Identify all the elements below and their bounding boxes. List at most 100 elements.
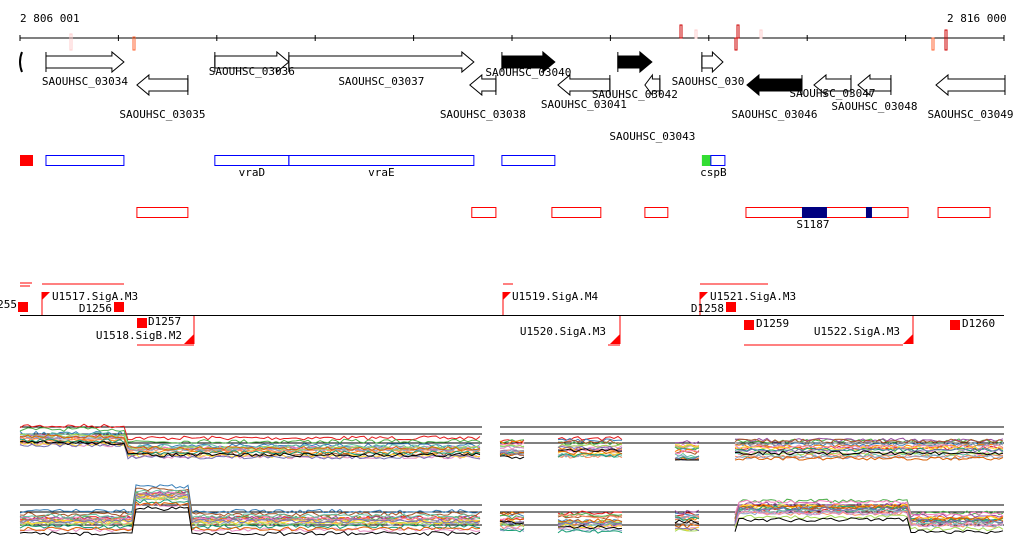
gene-label[interactable]: SAOUHSC_03048 bbox=[831, 100, 917, 113]
gene-arrow[interactable] bbox=[288, 50, 475, 74]
expression-trace bbox=[19, 505, 481, 537]
gene-arrow[interactable] bbox=[644, 73, 661, 97]
promoter-block bbox=[726, 302, 736, 312]
feature-label: vraE bbox=[368, 166, 395, 179]
promoter-label[interactable]: D1259 bbox=[756, 317, 789, 330]
promoter-label[interactable]: U1521.SigA.M3 bbox=[710, 290, 796, 303]
gene-label[interactable]: SAOUHSC_03042 bbox=[592, 88, 678, 101]
feature-label: vraD bbox=[239, 166, 266, 179]
expression-trace bbox=[734, 498, 1004, 516]
feature-box[interactable] bbox=[288, 155, 475, 166]
gene-arrow[interactable] bbox=[557, 73, 611, 97]
segment-box[interactable] bbox=[644, 207, 669, 218]
expression-trace bbox=[557, 514, 623, 519]
expression-trace bbox=[557, 520, 623, 526]
expression-trace bbox=[19, 493, 481, 524]
promoter-block bbox=[950, 320, 960, 330]
expression-trace bbox=[557, 510, 623, 516]
gene-arrow[interactable] bbox=[617, 50, 653, 74]
expression-trace bbox=[19, 491, 481, 521]
expression-trace bbox=[734, 447, 1004, 453]
feature-box[interactable] bbox=[501, 155, 556, 166]
promoter-label[interactable]: U1518.SigB.M2 bbox=[96, 329, 182, 342]
segment-box[interactable] bbox=[551, 207, 602, 218]
gene-label[interactable]: SAOUHSC_03040 bbox=[485, 66, 571, 79]
segment-label: S1187 bbox=[796, 218, 829, 231]
ruler-marker bbox=[736, 24, 740, 39]
expression-trace bbox=[557, 437, 623, 443]
gene-label[interactable]: SAOUHSC_03037 bbox=[338, 75, 424, 88]
gene-label[interactable]: SAOUHSC_03038 bbox=[440, 108, 526, 121]
ruler-marker bbox=[132, 36, 136, 51]
gene-arrow[interactable] bbox=[501, 50, 556, 74]
expression-trace bbox=[674, 450, 700, 455]
gene-label[interactable]: SAOUHSC_03036 bbox=[209, 65, 295, 78]
feature-box[interactable] bbox=[214, 155, 290, 166]
segment-box[interactable] bbox=[937, 207, 991, 218]
promoter-block bbox=[137, 318, 147, 328]
promoter-label[interactable]: D1260 bbox=[962, 317, 995, 330]
expression-trace bbox=[734, 455, 1004, 461]
expression-trace bbox=[557, 518, 623, 524]
gene-arrow[interactable] bbox=[701, 50, 724, 74]
gene-label[interactable]: SAOUHSC_03034 bbox=[42, 75, 128, 88]
gene-label[interactable]: SAOUHSC_03049 bbox=[927, 108, 1013, 121]
segment-box[interactable] bbox=[471, 207, 497, 218]
expression-trace bbox=[734, 517, 1004, 535]
expression-trace bbox=[734, 447, 1004, 453]
expression-trace bbox=[674, 527, 700, 532]
gene-label[interactable]: SAOUHSC_03043 bbox=[609, 130, 695, 143]
segment-box[interactable] bbox=[136, 207, 189, 218]
promoter-label[interactable]: D1257 bbox=[148, 315, 181, 328]
promoter-label[interactable]: 255 bbox=[0, 298, 17, 311]
expression-trace bbox=[557, 439, 623, 445]
gene-label[interactable]: SAOUHSC_030 bbox=[672, 75, 745, 88]
expression-trace bbox=[557, 441, 623, 446]
promoter-label[interactable]: U1517.SigA.M3 bbox=[52, 290, 138, 303]
expression-trace bbox=[19, 498, 481, 530]
gene-arrow[interactable] bbox=[857, 73, 892, 97]
expression-trace bbox=[734, 454, 1004, 460]
expression-trace bbox=[499, 444, 525, 448]
expression-trace bbox=[499, 440, 525, 445]
promoter-label[interactable]: D1256 bbox=[79, 302, 112, 315]
expression-trace bbox=[675, 516, 700, 521]
gene-arrow[interactable] bbox=[136, 73, 189, 97]
gene-arrow[interactable] bbox=[813, 73, 852, 97]
expression-trace bbox=[674, 444, 700, 449]
gene-arrow[interactable] bbox=[214, 50, 290, 74]
gene-label[interactable]: SAOUHSC_03035 bbox=[119, 108, 205, 121]
ruler-marker bbox=[931, 37, 935, 51]
expression-trace bbox=[499, 455, 525, 460]
feature-block bbox=[20, 155, 33, 166]
gene-arrow[interactable] bbox=[45, 50, 125, 74]
promoter-flag-icon bbox=[42, 292, 50, 300]
expression-trace bbox=[499, 512, 525, 516]
gene-arrow[interactable] bbox=[469, 73, 497, 97]
expression-trace bbox=[500, 452, 525, 455]
expression-trace bbox=[499, 439, 525, 444]
expression-trace bbox=[734, 499, 1004, 517]
expression-trace bbox=[734, 510, 1004, 528]
gene-label[interactable]: SAOUHSC_03041 bbox=[541, 98, 627, 111]
promoter-label[interactable]: U1519.SigA.M4 bbox=[512, 290, 598, 303]
feature-box[interactable] bbox=[710, 155, 726, 166]
segment-box[interactable] bbox=[745, 207, 909, 218]
promoter-label[interactable]: U1520.SigA.M3 bbox=[520, 325, 606, 338]
gene-label[interactable]: SAOUHSC_03047 bbox=[789, 87, 875, 100]
promoter-flag-icon bbox=[610, 334, 620, 344]
promoter-label[interactable]: D1258 bbox=[691, 302, 724, 315]
segment-track: S1187 bbox=[136, 207, 991, 231]
feature-box[interactable] bbox=[45, 155, 125, 166]
gene-arrow[interactable] bbox=[746, 73, 803, 97]
gene-arrow[interactable] bbox=[935, 73, 1006, 97]
promoter-label[interactable]: U1522.SigA.M3 bbox=[814, 325, 900, 338]
gene-partial-arrow bbox=[19, 51, 23, 73]
expression-trace bbox=[557, 435, 623, 442]
expression-trace bbox=[734, 506, 1004, 524]
gene-label[interactable]: SAOUHSC_03046 bbox=[731, 108, 817, 121]
expression-trace bbox=[557, 446, 623, 452]
expression-trace bbox=[19, 432, 481, 449]
